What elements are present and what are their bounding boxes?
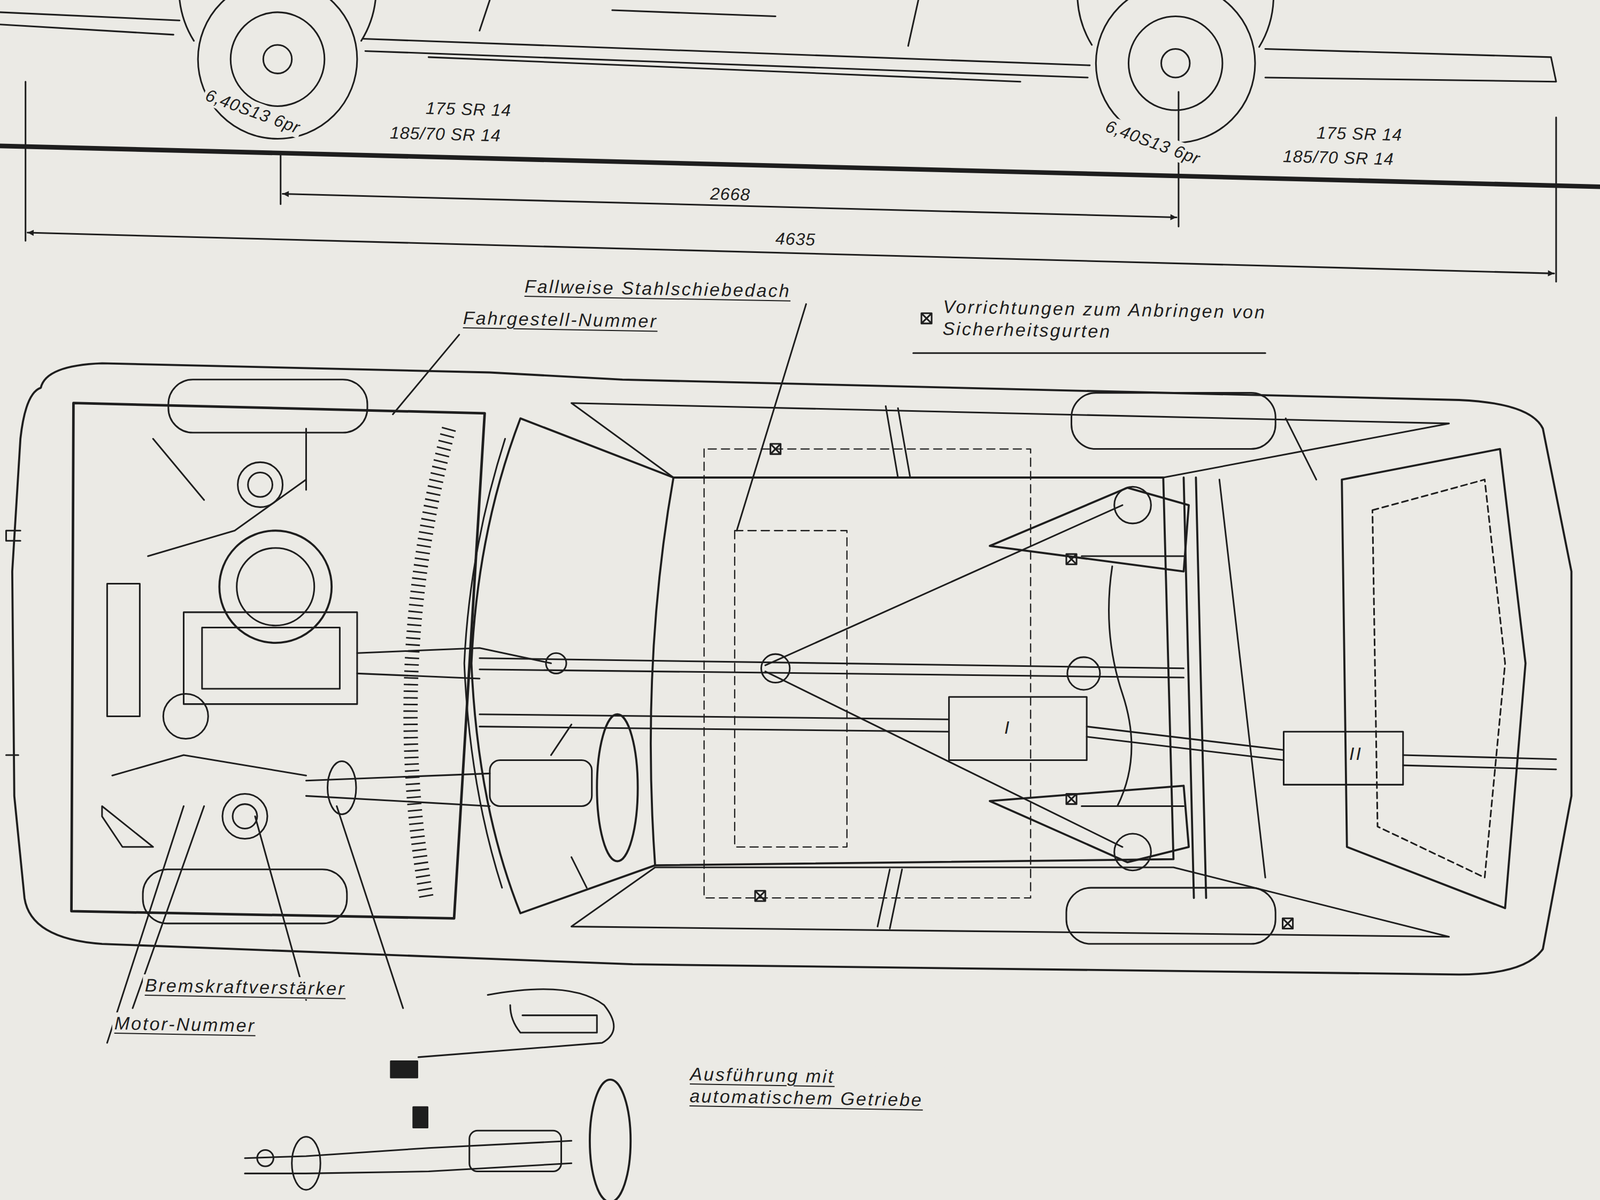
engine-part [219,530,332,643]
suspension-strut [248,472,273,497]
wheel-arch [360,0,376,41]
tire-size: 175 SR 14 [1313,122,1405,146]
front-tire [142,869,348,924]
body-line [0,12,180,35]
tire-size: 6,40S13 6pr [1100,114,1205,170]
steering-wheel [596,714,638,862]
engine-block [202,627,341,689]
selector-block [413,1106,428,1128]
engine-block [183,612,357,705]
brake-booster [291,1136,321,1190]
tire-size: 185/70 SR 14 [387,122,504,146]
selector-block [390,1060,418,1078]
silencer [949,696,1088,760]
firewall-hatching [410,428,450,898]
rear-hub [1114,486,1152,524]
rear-hub [1114,833,1152,871]
rear-hub [1160,49,1190,78]
joint [545,652,567,674]
front-tire [197,0,358,140]
front-rim [230,12,325,107]
front-tire [168,379,368,433]
gearbox [357,648,552,679]
note-label: Vorrichtungen zum Anbringen von Sicherhe… [940,295,1272,345]
belt-mount-symbol [755,313,1294,929]
silencer [1283,731,1403,785]
rear-rim [1128,16,1223,111]
extension-line [25,81,1557,282]
silencer-label: II [1347,742,1365,765]
engine-part [163,694,209,740]
leader-line [736,304,807,532]
callout-label: Bremskraftverstärker [142,974,349,1000]
suspension-strut [222,794,268,840]
b-pillar [877,405,911,929]
dimension-label: 4635 [772,228,818,251]
handbrake-cable [765,505,1132,848]
tire-size: 6,40S13 6pr [200,83,305,139]
leader-line [393,334,460,415]
callout-label: Motor-Nummer [112,1012,259,1037]
dimension-label: 2668 [707,183,753,206]
steering-column [469,1130,562,1172]
suspension-strut [232,804,258,829]
sill-line [363,39,1090,82]
rear-window-inner [1372,479,1505,878]
rear-window [1341,449,1526,909]
side-window [571,403,1450,937]
steering-column [244,1140,572,1174]
engine-part [236,548,315,626]
automatic-inset [244,989,631,1200]
steering-wheel [589,1079,631,1200]
callout-label: Fahrgestell-Nummer [460,306,661,333]
pedal [550,724,587,888]
steering-shaft [305,773,490,806]
leader-line [106,304,1266,1044]
joint [257,1150,274,1167]
leader-line [255,816,306,1000]
selector-outline [418,989,614,1058]
tire-size: 175 SR 14 [422,97,514,121]
ground-line [0,145,1600,187]
leader-line [106,805,184,1043]
callout-label: Fallweise Stahlschiebedach [522,275,794,303]
engine-linkage [102,428,307,847]
roof [655,477,1174,866]
wheel-arch [179,0,195,41]
windshield [471,418,674,913]
rear-bumper [1265,49,1557,82]
bumper-mark [5,530,21,756]
exhaust-pipe [479,714,1557,770]
body-outline [12,363,1572,975]
wheel-arch [1259,0,1274,48]
note-label: Ausführung mit automatischem Getriebe [687,1063,965,1112]
engine-bay [71,403,486,919]
tire-size: 185/70 SR 14 [1280,145,1397,170]
driveshaft [479,658,1184,678]
trailing-arm [989,487,1189,572]
rear-tire [1066,887,1276,944]
axle-detail [1081,418,1317,878]
front-hub [263,44,292,74]
dimension-lines [25,81,1557,282]
underline [913,352,1266,355]
brake-booster [327,760,357,814]
wheel-arch [1077,0,1092,45]
selector-lever [510,1005,597,1034]
windshield-edge [464,439,505,889]
side-view [0,0,1557,143]
silencer-label: I [1002,716,1013,739]
radiator [106,583,140,717]
joint [760,654,790,683]
steering-column [489,760,592,807]
extension-line [280,91,1179,227]
side-detail [479,0,919,46]
plan-view [5,313,1572,975]
differential [1067,657,1100,690]
rear-tire [1071,393,1276,450]
